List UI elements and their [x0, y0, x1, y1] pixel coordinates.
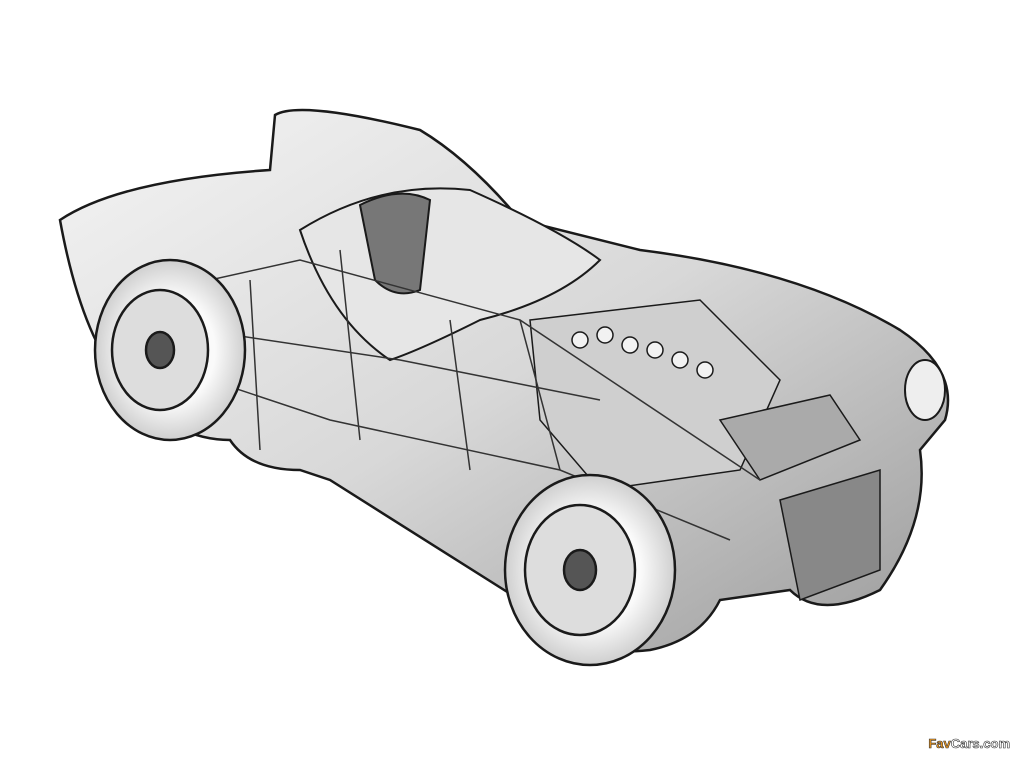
cockpit [298, 187, 602, 362]
watermark-brand: Fav [928, 736, 951, 752]
headlight [904, 359, 946, 421]
engine [529, 299, 881, 602]
favcars-watermark: FavCars.com [928, 736, 1010, 752]
rear-wheel [93, 258, 247, 442]
watermark-domain: Cars.com [950, 736, 1010, 752]
front-wheel [503, 473, 677, 667]
